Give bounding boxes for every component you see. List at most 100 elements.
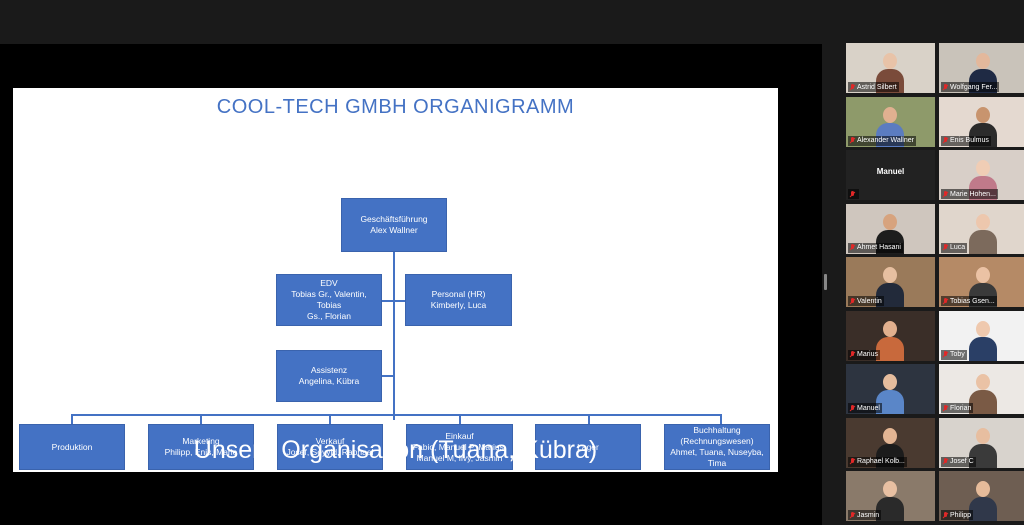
org-box-role: Produktion	[51, 441, 93, 452]
participant-name-label: Astrid Silbert	[848, 82, 899, 92]
slide-title: COOL-TECH GMBH ORGANIGRAMM	[216, 96, 575, 118]
participant-tile[interactable]: Luca	[939, 203, 1024, 254]
participant-name-label: Toby	[941, 349, 967, 360]
muted-mic-icon	[850, 297, 855, 305]
connector-assist	[382, 375, 394, 377]
participant-name-label: Luca	[941, 242, 968, 253]
connector-dept-4	[459, 414, 461, 424]
org-box-members: Angelina, Kübra	[298, 376, 360, 386]
org-box-marketing: Marketing Philipp, Enis, Marie	[148, 424, 254, 470]
avatar-head	[883, 267, 897, 283]
connector-dept-6	[720, 414, 722, 424]
muted-mic-icon	[850, 83, 855, 91]
panel-resize-handle[interactable]	[824, 274, 827, 290]
participant-tile[interactable]: Astrid Silbert	[846, 43, 935, 93]
avatar-body	[969, 336, 997, 361]
participant-name-label: Enis Bulmus	[941, 135, 991, 146]
connector-dept-3	[329, 414, 331, 424]
connector-dept-2	[200, 414, 202, 424]
org-box-members: Tobias Gr., Valentin, Tobias	[291, 289, 367, 310]
participant-name-label: Alexander Wallner	[848, 135, 916, 146]
panel-divider	[822, 44, 845, 525]
org-box-assist: Assistenz Angelina, Kübra	[276, 350, 382, 402]
avatar-body	[969, 497, 997, 521]
participant-tile[interactable]: Valentin	[846, 257, 935, 307]
participant-tile[interactable]: Enis Bulmus	[939, 96, 1024, 147]
participant-tile[interactable]: Ahmet Hasani	[846, 203, 935, 254]
muted-mic-icon	[850, 511, 855, 519]
participant-name: Astrid Silbert	[857, 83, 897, 91]
participant-tile[interactable]: Alexander Wallner	[846, 96, 935, 147]
muted-mic-icon	[850, 404, 855, 412]
participant-name-label: Raphael Kolb...	[848, 456, 907, 467]
participant-name-label: Valentin	[848, 296, 884, 306]
participant-tile[interactable]: Jasmin	[846, 471, 935, 521]
avatar-head	[976, 106, 990, 123]
participant-tile[interactable]: Manuel	[846, 150, 935, 200]
avatar-head	[976, 427, 990, 444]
participant-gallery: Astrid Silbert Wolfgang Fer... Alexander W…	[845, 43, 1024, 525]
top-bar	[0, 0, 1024, 44]
participant-tile[interactable]: Raphael Kolb...	[846, 417, 935, 468]
participant-tile[interactable]: Toby	[939, 310, 1024, 361]
participant-name-label: Ahmet Hasani	[848, 242, 903, 253]
org-box-members: Gs., Florian	[307, 311, 351, 321]
participant-video	[846, 150, 935, 200]
avatar-head	[976, 267, 990, 283]
participant-name: Manuel	[857, 404, 880, 412]
muted-mic-icon	[850, 244, 855, 251]
participant-tile[interactable]: Manuel	[846, 364, 935, 414]
org-box-verkauf: Verkauf Josef, Seyyid, Raphael	[277, 424, 383, 470]
slide-caption: Unsere Organisation (Tuana, Kübra)	[193, 436, 598, 464]
avatar-head	[976, 320, 990, 337]
participant-name-label: Tobias Gsen...	[941, 296, 997, 306]
participant-avatar	[876, 320, 904, 361]
muted-mic-icon	[850, 351, 855, 358]
avatar-head	[883, 106, 897, 123]
avatar-head	[976, 160, 990, 176]
org-box-members: Kimberly, Luca	[430, 300, 487, 310]
participant-name: Philipp	[950, 511, 972, 519]
org-box-members: Josef, Seyyid, Raphael	[286, 447, 374, 457]
participant-avatar	[969, 320, 997, 361]
participant-name: Josef C	[950, 458, 974, 465]
org-box-ceo: Geschäftsführung Alex Wallner	[341, 198, 447, 252]
participant-tile[interactable]: Wolfgang Fer...	[939, 43, 1024, 93]
participant-tile[interactable]: Marie Hohen...	[939, 150, 1024, 200]
participant-tile[interactable]: Marius	[846, 310, 935, 361]
participant-name: Marius	[857, 351, 879, 358]
participant-tile[interactable]: Josef C	[939, 417, 1024, 468]
org-box-role: Verkauf	[315, 436, 345, 446]
avatar-head	[883, 481, 897, 497]
participant-name-label: Josef C	[941, 456, 976, 467]
org-box-members: Tima	[707, 458, 727, 468]
avatar-head	[976, 481, 990, 497]
org-box-role: EDV	[320, 278, 338, 288]
org-box-members: Ahmet, Tuana, Nuseyba,	[670, 447, 764, 457]
org-box-role: Einkauf	[445, 430, 474, 441]
org-box-members: Fabio, Manuel P, Marius,	[412, 441, 507, 452]
participant-name-label: Manuel	[848, 403, 882, 413]
participant-avatar	[969, 374, 997, 414]
participant-name-label: Marius	[848, 349, 881, 360]
org-box-einkauf: Einkauf Fabio, Manuel P, Marius, Manuel …	[406, 424, 513, 470]
avatar-body	[969, 229, 997, 254]
org-box-produktion: Produktion	[19, 424, 125, 470]
muted-mic-icon	[943, 83, 948, 91]
participant-tile[interactable]: Tobias Gsen...	[939, 257, 1024, 307]
muted-mic-icon	[943, 458, 948, 465]
avatar-body	[969, 390, 997, 414]
participant-avatar	[876, 374, 904, 414]
participant-tile[interactable]: Florian	[939, 364, 1024, 414]
participant-name-label: Marie Hohen...	[941, 189, 998, 199]
connector-departments	[71, 414, 722, 416]
avatar-head	[976, 374, 990, 390]
org-box-members: Manuel M, Ilvy, Jasmin	[416, 452, 503, 463]
avatar-head	[976, 213, 990, 230]
participant-name-center: Manuel	[876, 167, 905, 176]
participant-tile[interactable]: Philipp	[939, 471, 1024, 521]
participant-name: Enis Bulmus	[950, 137, 989, 144]
muted-mic-icon	[943, 244, 948, 251]
participant-name: Jasmin	[857, 511, 880, 519]
muted-mic-icon	[850, 190, 855, 198]
